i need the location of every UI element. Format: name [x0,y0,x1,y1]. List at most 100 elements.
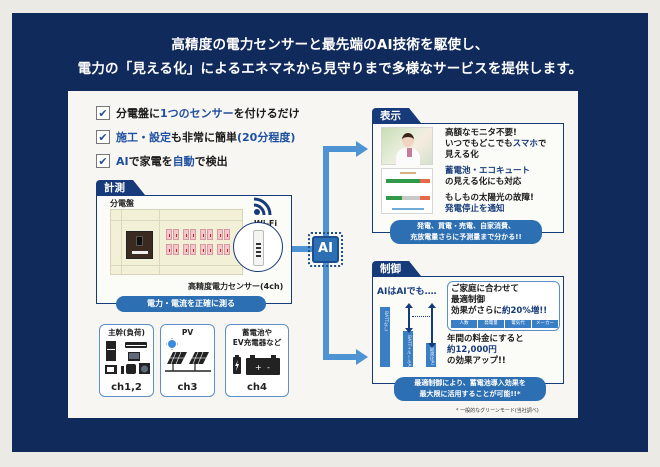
checklist-emphasis: 自動 [172,155,195,168]
comparison-bar-label: BATT+ルールAI [406,335,411,368]
category-title: PV [181,328,194,337]
category-channel: ch4 [246,382,267,393]
checklist-text: 分電盤に [116,107,160,120]
category-pv: PV ch3 [160,324,215,397]
double-arrow-icon [405,303,413,333]
category-channel: ch3 [177,382,198,393]
distribution-board-illustration [110,209,243,275]
flow-line-to-control [323,354,359,360]
display-emphasis: 発電停止を通知 [445,204,505,214]
category-title-line: 蓄電池や [242,328,272,337]
display-text: の見える化にも対応 [445,177,522,187]
display-caption-pill: 発電、買電・売電、自家消費、 充放電量さらに予測量まで分かる!! [390,220,542,244]
checklist-emphasis: AI [116,154,129,168]
category-title: 主幹(負荷) [108,328,145,337]
flow-line-in [292,246,312,252]
savings-line: の効果アップ!! [447,356,506,366]
appliances-icon [104,341,150,374]
callout-line: 効果がさらに [451,306,503,316]
factor-tag: 発電量 [478,320,504,328]
factor-tag: メーカー [532,320,558,328]
checklist-text: で検出 [194,155,228,168]
display-emphasis: スマホ [512,139,538,149]
comparison-bar [380,307,390,367]
control-caption-pill: 最適制御により、蓄電池導入効果を 最大限に活用することが可能!!* [394,377,546,401]
control-callout-text: ご家庭に合わせて 最適制御 効果がさらに約20%増!! [451,284,547,317]
display-point-3: もしもの太陽光の故障! 発電停止を通知 [445,193,534,215]
display-point-1: 高額なモニタ不要! いつでもどこでもスマホで 見える化 [445,128,546,161]
callout-emphasis: 約20%増!! [502,306,548,316]
checkmark-icon: ✔ [96,106,110,120]
measure-caption-pill: 電力・電流を正確に測る [116,296,266,312]
svg-text:-: - [267,363,270,372]
savings-amount: 約12,000円 [447,345,497,355]
checkmark-icon: ✔ [96,130,110,144]
checklist-emphasis: 1つのセンサー [160,107,234,120]
category-title-line: EV充電器など [232,338,282,347]
comparison-bar [403,331,413,367]
footnote: * 一般的なグリーンモード(当社調べ) [456,408,539,414]
display-text: 高額なモニタ不要! [445,128,517,138]
checklist-emphasis: 施工・設定 [116,131,171,144]
callout-line: ご家庭に合わせて [451,284,520,294]
savings-text: 年間の料金にすると 約12,000円 の効果アップ!! [447,334,524,367]
comparison-bar-label: 最適化AI [429,347,434,365]
app-screen-illustration [381,168,433,214]
flow-line-down [323,263,329,360]
pill-line: 最大限に活用することが可能!!* [419,390,521,398]
branch-breakers [166,229,234,259]
comparison-bar [426,343,436,367]
measure-tab: 計測 [96,180,145,195]
control-tab: 制御 [372,261,421,276]
battery-icon: + - [233,355,280,375]
display-text: もしもの太陽光の故障! [445,193,534,203]
svg-text:+: + [255,363,262,372]
arrow-to-display-icon [356,141,368,157]
double-arrow-icon [428,303,436,348]
pill-line: 発電、買電・売電、自家消費、 [417,222,515,230]
main-breaker-icon [126,231,153,259]
pill-line: 充放電量さらに予測量まで分かる!! [410,233,522,241]
ai-chip-icon: AI [308,232,343,267]
checklist-emphasis: (20分程度) [237,131,296,144]
sensor-device-icon [253,230,264,266]
wifi-icon [253,197,272,216]
headline-line-2: 電力の「見える化」によるエネマネから見守りまで多様なサービスを提供します。 [77,61,583,77]
display-text: 見える化 [445,150,479,160]
headline-line-1: 高精度の電力センサーと最先端のAI技術を駆使し、 [171,37,489,53]
distribution-board-label: 分電盤 [110,199,134,208]
factor-tag: 電気代 [505,320,531,328]
power-sensor-illustration [233,222,283,272]
display-text: で [537,139,547,149]
smartphone-icon [407,148,412,157]
savings-line: 年間の料金にすると [447,334,524,344]
category-channel: ch1,2 [111,382,142,393]
category-main-load: 主幹(負荷) ch1,2 [99,324,154,397]
display-point-2: 蓄電池・エコキュート の見える化にも対応 [445,166,530,188]
factor-tag: 人数 [451,320,477,328]
flow-line-up [323,146,329,236]
flow-line-to-display [323,146,359,152]
display-text: いつでもどこでも [445,139,513,149]
display-tab: 表示 [372,108,421,123]
checkmark-icon: ✔ [96,154,110,168]
callout-line: 最適制御 [451,295,486,305]
solar-panel-icon [164,338,211,372]
checklist-text: を付けるだけ [233,107,300,120]
checklist-item: ✔ 施工・設定も非常に簡単(20分程度) [96,128,300,146]
comparison-bar-label: BATTなし [383,311,388,332]
headline: 高精度の電力センサーと最先端のAI技術を駆使し、 電力の「見える化」によるエネマ… [12,33,648,81]
woman-with-smartphone-photo [381,127,433,166]
display-emphasis: 蓄電池・エコキュート [445,166,531,176]
pill-line: 最適制御により、蓄電池導入効果を [414,379,526,387]
control-heading: AIはAIでも‥‥ [377,287,437,297]
dotted-connector [412,316,430,317]
arrow-to-control-icon [356,349,368,365]
sensor-label: 高精度電力センサー(4ch) [188,282,284,291]
checklist-text: で家電を [128,155,173,168]
